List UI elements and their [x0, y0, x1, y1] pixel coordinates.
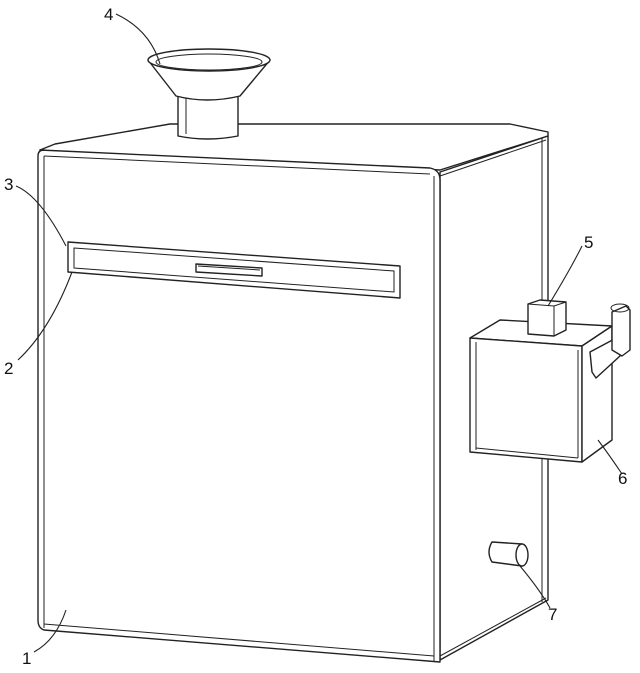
drain-pipe-cylinder — [488, 541, 523, 567]
leader-7 — [519, 565, 551, 609]
label-5: 5 — [584, 233, 593, 252]
hopper-inner-rim — [155, 53, 263, 71]
part-labels: 4 3 2 5 6 7 1 — [4, 5, 627, 668]
label-4: 4 — [104, 5, 113, 24]
drawer-handle-edge — [197, 265, 261, 271]
leader-5 — [547, 245, 583, 307]
leader-lines — [15, 13, 623, 653]
cabinet-front-face — [37, 149, 441, 663]
leader-2 — [17, 271, 73, 361]
label-7: 7 — [548, 605, 557, 624]
side-spout-riser — [611, 305, 631, 357]
front-top-bevel — [43, 155, 431, 175]
hopper-rim — [147, 48, 271, 72]
leader-3 — [15, 185, 67, 247]
drain-pipe — [488, 541, 529, 567]
leader-6 — [597, 439, 623, 475]
side-box-front — [469, 337, 583, 463]
label-2: 2 — [4, 359, 13, 378]
label-3: 3 — [4, 175, 13, 194]
drawer-front — [73, 247, 395, 293]
side-box — [469, 299, 631, 463]
front-bottom-bevel — [43, 623, 435, 657]
top-right-bevel — [439, 139, 547, 177]
drawer-assembly — [67, 241, 401, 299]
leader-1 — [33, 609, 67, 653]
hopper — [147, 48, 271, 140]
top-fitting — [527, 299, 567, 337]
drain-pipe-end — [515, 543, 529, 567]
side-bottom-bevel — [439, 597, 547, 657]
label-6: 6 — [618, 469, 627, 488]
top-fitting-edges — [527, 301, 567, 336]
hopper-neck — [177, 93, 239, 140]
leader-4 — [115, 13, 161, 65]
side-box-bevel-bottom — [475, 447, 579, 459]
side-spout-top — [610, 303, 630, 313]
label-1: 1 — [22, 649, 31, 668]
